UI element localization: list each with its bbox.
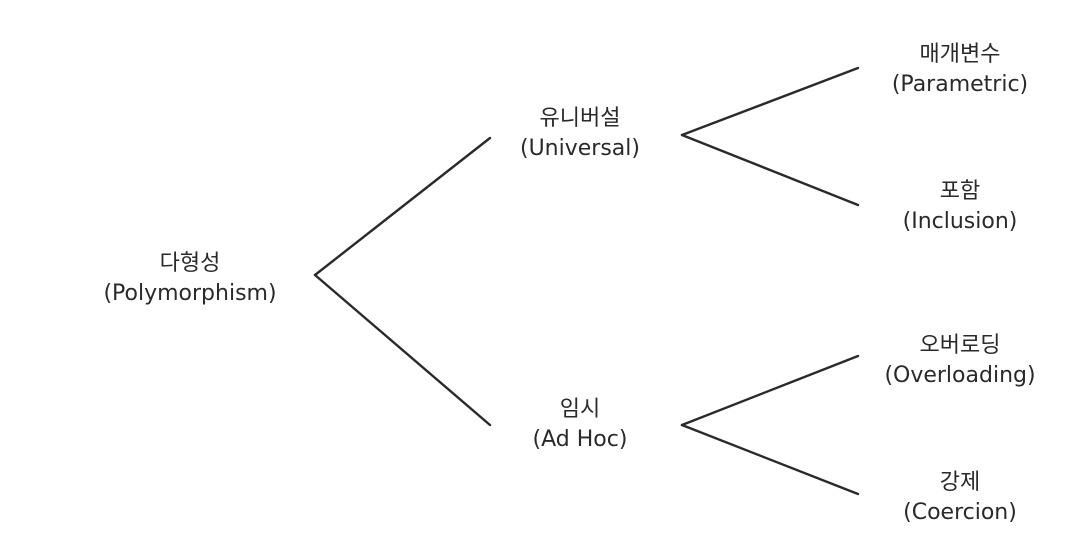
edge-root-adhoc xyxy=(313,273,492,427)
node-adhoc-korean: 임시 xyxy=(559,397,601,422)
edge-adhoc-overloading xyxy=(680,354,860,427)
node-adhoc-english: (Ad Hoc) xyxy=(532,427,628,452)
edge-universal-parametric xyxy=(680,66,860,137)
node-overloading: 오버로딩 (Overloading) xyxy=(860,331,1060,391)
node-parametric: 매개변수 (Parametric) xyxy=(860,40,1060,100)
node-universal-english: (Universal) xyxy=(520,136,640,161)
node-universal: 유니버설 (Universal) xyxy=(480,104,680,164)
edge-adhoc-coercion xyxy=(680,423,860,496)
node-polymorphism-korean: 다형성 xyxy=(159,251,221,276)
node-inclusion-english: (Inclusion) xyxy=(902,209,1018,234)
edge-universal-inclusion xyxy=(680,133,860,207)
edge-root-universal xyxy=(313,136,492,277)
node-coercion-english: (Coercion) xyxy=(903,500,1017,525)
node-inclusion: 포함 (Inclusion) xyxy=(860,177,1060,237)
node-inclusion-korean: 포함 xyxy=(939,179,981,204)
node-polymorphism: 다형성 (Polymorphism) xyxy=(60,249,320,309)
node-parametric-english: (Parametric) xyxy=(891,72,1029,97)
node-polymorphism-english: (Polymorphism) xyxy=(103,281,277,306)
node-overloading-korean: 오버로딩 xyxy=(919,333,1001,358)
node-parametric-korean: 매개변수 xyxy=(919,42,1001,67)
node-adhoc: 임시 (Ad Hoc) xyxy=(480,395,680,455)
node-universal-korean: 유니버설 xyxy=(539,106,621,131)
node-overloading-english: (Overloading) xyxy=(884,363,1036,388)
node-coercion: 강제 (Coercion) xyxy=(860,468,1060,528)
node-coercion-korean: 강제 xyxy=(939,470,981,495)
